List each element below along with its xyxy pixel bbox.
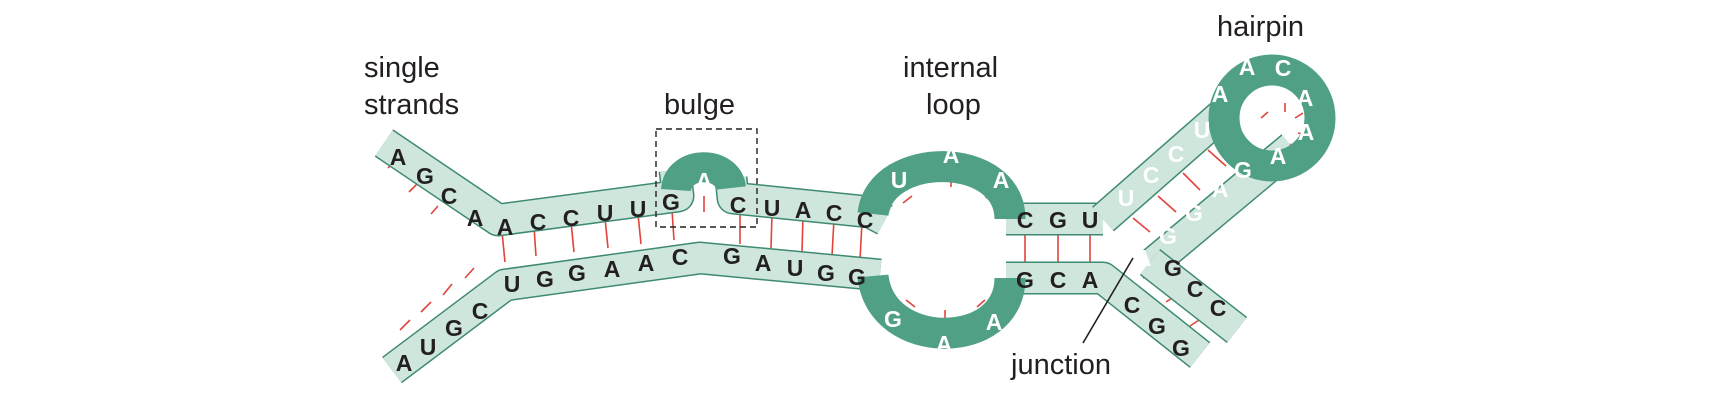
nucleotide-right-branch-upper-2: C — [1187, 276, 1204, 302]
nucleotide-bottom-stem1-4: A — [604, 256, 621, 282]
nucleotide-hairpin-stem-down-1: G — [1234, 157, 1252, 183]
label-single-strands-line1: single — [364, 52, 440, 84]
nucleotide-bottom-stem3-1: G — [1016, 267, 1034, 293]
nucleotide-bottom-stem3-2: C — [1050, 267, 1067, 293]
nucleotide-hairpin-loop-4: A — [1297, 85, 1314, 111]
nucleotide-top-stem1-2: C — [530, 209, 547, 235]
nucleotide-top-stem2-5: C — [857, 207, 874, 233]
nucleotide-top-tail-4: A — [467, 205, 484, 231]
nucleotide-bottom-stem2-5: G — [848, 264, 866, 290]
label-junction: junction — [1010, 349, 1111, 381]
loops — [661, 54, 1336, 349]
nucleotide-hairpin-stem-up-4: U — [1194, 117, 1211, 143]
nucleotide-hairpin-loop-6: A — [1270, 143, 1287, 169]
nucleotide-internal-loop-bottom-1: G — [884, 306, 902, 332]
nucleotide-right-branch-lower-3: G — [1172, 335, 1190, 361]
nucleotide-internal-loop-bottom-3: A — [986, 309, 1003, 335]
nucleotide-hairpin-stem-up-1: U — [1118, 185, 1135, 211]
base-pair-bonds — [387, 103, 1307, 331]
label-internal-loop-line1: internal — [903, 52, 998, 84]
nucleotide-hairpin-stem-up-3: C — [1168, 141, 1185, 167]
nucleotide-bottom-stem1-1: U — [504, 271, 521, 297]
nucleotide-right-branch-lower-2: G — [1148, 313, 1166, 339]
nucleotide-bottom-tail-3: G — [445, 315, 463, 341]
nucleotide-bottom-stem3-3: A — [1082, 267, 1099, 293]
label-internal-loop-line2: loop — [926, 89, 981, 121]
label-hairpin: hairpin — [1217, 11, 1304, 43]
nucleotide-bottom-tail-4: C — [472, 298, 489, 324]
nucleotide-right-branch-lower-1: C — [1124, 292, 1141, 318]
hairpin-loop — [1208, 54, 1336, 182]
nucleotide-top-stem3-3: U — [1082, 207, 1099, 233]
nucleotide-internal-loop-top-1: U — [891, 167, 908, 193]
nucleotide-bottom-stem2-3: U — [787, 255, 804, 281]
nucleotide-right-branch-upper-3: C — [1210, 295, 1227, 321]
nucleotide-top-tail-1: A — [390, 144, 407, 170]
internal-loop-top — [857, 151, 1026, 221]
nucleotide-hairpin-loop-5: A — [1298, 119, 1315, 145]
nucleotide-bottom-tail-2: U — [420, 334, 437, 360]
nucleotide-bottom-stem1-5: A — [638, 250, 655, 276]
nucleotide-bottom-stem2-2: A — [755, 250, 772, 276]
nucleotide-top-stem1-3: C — [563, 205, 580, 231]
junction-pointer-line — [1082, 257, 1134, 344]
nucleotide-right-branch-upper-1: G — [1164, 255, 1182, 281]
nucleotide-top-stem1-5: U — [630, 196, 647, 222]
nucleotide-top-stem2-1: C — [730, 192, 747, 218]
nucleotide-hairpin-stem-down-2: A — [1212, 176, 1229, 202]
nucleotide-top-stem3-1: C — [1017, 207, 1034, 233]
nucleotide-bottom-stem1-6: C — [672, 244, 689, 270]
nucleotide-hairpin-stem-up-2: C — [1143, 162, 1160, 188]
nucleotide-internal-loop-bottom-2: A — [936, 331, 953, 357]
nucleotide-top-stem2-2: U — [764, 195, 781, 221]
bottom-strand — [382, 241, 1211, 384]
nucleotide-hairpin-stem-down-4: G — [1159, 223, 1177, 249]
nucleotide-hairpin-loop-2: A — [1239, 54, 1256, 80]
nucleotide-hairpin-stem-down-3: G — [1185, 200, 1203, 226]
nucleotide-internal-loop-top-3: A — [993, 167, 1010, 193]
nucleotide-top-stem1-4: U — [597, 200, 614, 226]
bulge-loop — [661, 152, 746, 194]
label-single-strands-line2: strands — [364, 89, 459, 121]
nucleotide-top-stem1-6: G — [662, 189, 680, 215]
nucleotide-bottom-stem2-1: G — [723, 243, 741, 269]
nucleotide-bottom-stem1-2: G — [536, 266, 554, 292]
region-labels: single strands bulge internal loop hairp… — [364, 11, 1304, 381]
nucleotide-bottom-stem2-4: G — [817, 260, 835, 286]
nucleotide-hairpin-loop-3: C — [1275, 55, 1292, 81]
internal-loop-bottom — [857, 273, 1026, 349]
nucleotide-hairpin-loop-1: A — [1212, 81, 1229, 107]
nucleotide-hairpin-stem-down-5: A — [1135, 245, 1152, 271]
nucleotide-bulge-base-1: A — [696, 168, 713, 194]
nucleotide-top-stem1-1: A — [497, 214, 514, 240]
nucleotide-top-stem3-2: G — [1049, 207, 1067, 233]
nucleotide-top-stem2-3: A — [795, 197, 812, 223]
nucleotide-top-stem2-4: C — [826, 200, 843, 226]
nucleotide-top-tail-2: G — [416, 163, 434, 189]
nucleotide-internal-loop-top-2: A — [943, 142, 960, 168]
nucleotide-top-tail-3: C — [441, 183, 458, 209]
label-bulge: bulge — [664, 89, 735, 121]
nucleotide-bottom-tail-1: A — [396, 350, 413, 376]
nucleotide-bottom-stem1-3: G — [568, 260, 586, 286]
bulge-highlight-box — [655, 128, 758, 228]
